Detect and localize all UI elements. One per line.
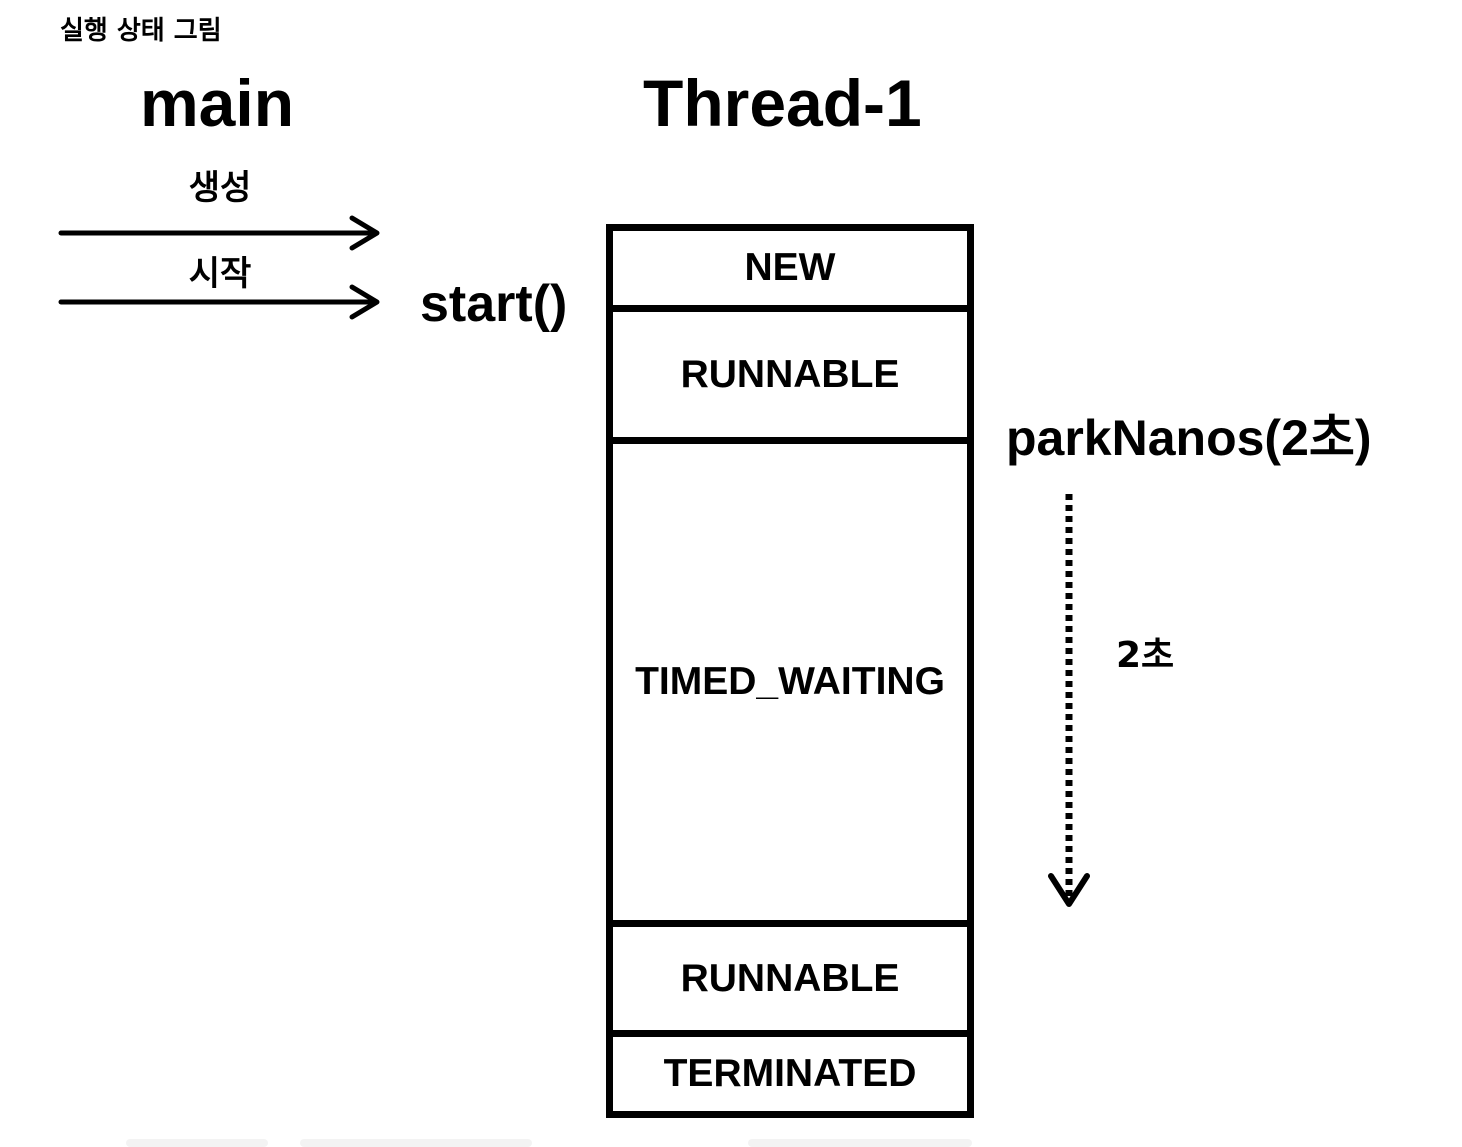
main-lane-title: main: [140, 66, 295, 140]
start-arrow: [58, 284, 380, 320]
wait-duration-arrow: [1048, 494, 1090, 907]
create-arrow-label: 생성: [188, 168, 252, 208]
wait-duration-label: 2초: [1116, 635, 1175, 676]
state-timed-waiting: TIMED_WAITING: [613, 437, 967, 920]
state-runnable-before: RUNNABLE: [613, 305, 967, 437]
thread-lane-title: Thread-1: [643, 66, 922, 140]
partial-element: [748, 1139, 972, 1147]
partial-element: [300, 1139, 532, 1147]
section-title: 실행 상태 그림: [60, 16, 222, 46]
thread-state-stack: NEW RUNNABLE TIMED_WAITING RUNNABLE TERM…: [606, 224, 974, 1118]
create-arrow: [58, 215, 380, 251]
partial-element: [126, 1139, 268, 1147]
start-call-label: start(): [420, 275, 568, 333]
state-terminated: TERMINATED: [613, 1030, 967, 1111]
state-runnable-after: RUNNABLE: [613, 920, 967, 1030]
state-new: NEW: [744, 246, 836, 289]
start-arrow-label: 시작: [188, 254, 252, 294]
park-call-label: parkNanos(2초): [1006, 410, 1372, 466]
